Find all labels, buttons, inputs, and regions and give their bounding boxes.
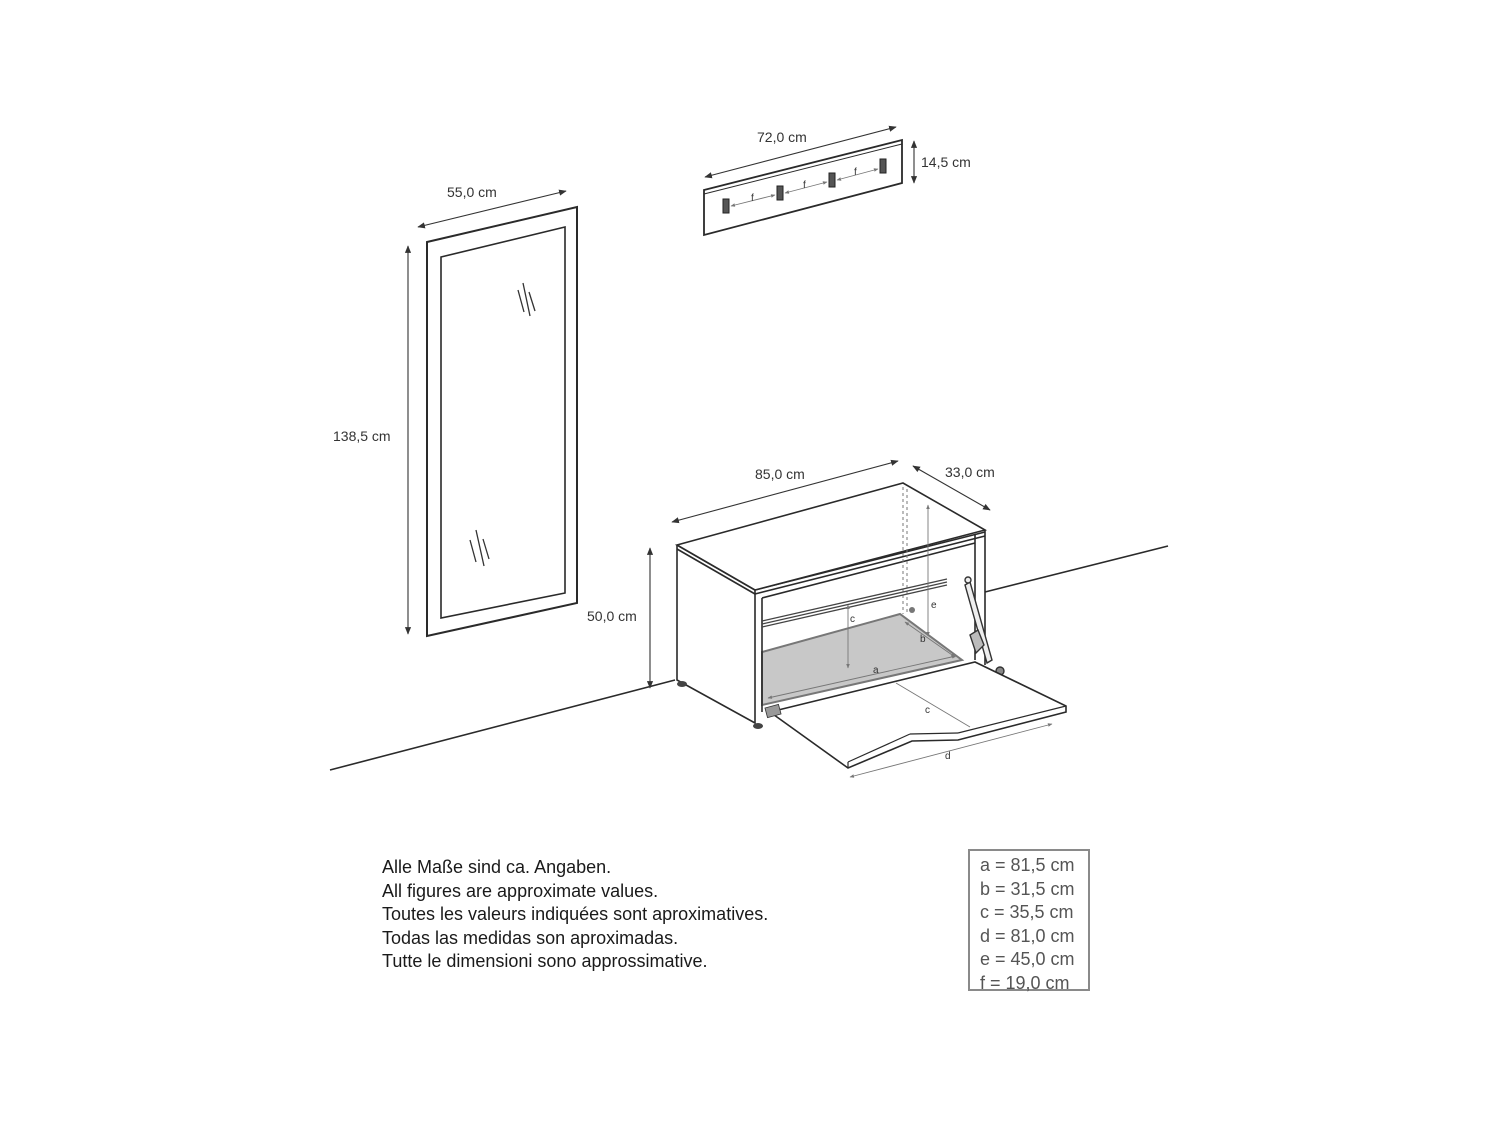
dim-e-label: e [931, 600, 937, 611]
bench-height-label: 50,0 cm [587, 608, 637, 624]
dimension-legend: a = 81,5 cm b = 31,5 cm c = 35,5 cm d = … [968, 849, 1090, 993]
rack-width-dim [704, 125, 897, 179]
mirror-inner [440, 225, 566, 619]
rack-spacing-label: f [854, 167, 857, 178]
shoe-bench: a b c e c d 85,0 cm 33,0 cm 50,0 cm [587, 459, 1067, 778]
note-es: Todas las medidas son aproximadas. [382, 927, 679, 948]
mirror-height-label: 138,5 cm [333, 428, 391, 444]
dim-d [849, 723, 1053, 778]
legend-b: b = 31,5 cm [980, 878, 1075, 899]
note-de: Alle Maße sind ca. Angaben. [382, 857, 612, 877]
floor-line [329, 545, 1169, 771]
dim-c-label: c [850, 614, 855, 625]
gas-strut-icon [964, 576, 1005, 676]
legend-a: a = 81,5 cm [980, 855, 1075, 875]
dim-a-label: a [873, 665, 879, 676]
bench-depth-label: 33,0 cm [945, 464, 995, 480]
legend-e: e = 45,0 cm [980, 949, 1075, 969]
bench-depth-dim [912, 465, 991, 511]
coat-rack: f f f 72,0 cm 14,5 cm [703, 125, 971, 237]
dim-b [904, 621, 956, 658]
rack-spacing-label: f [803, 180, 806, 191]
rack-width-label: 72,0 cm [757, 129, 807, 145]
mirror-glare-icon [469, 282, 536, 567]
mirror: 55,0 cm 138,5 cm [333, 184, 578, 638]
rack-height-label: 14,5 cm [921, 154, 971, 170]
dim-c-door [895, 682, 971, 728]
note-it: Tutte le dimensioni sono approssimative. [382, 951, 708, 971]
dim-d-label: d [945, 751, 951, 762]
legend-d: d = 81,0 cm [980, 925, 1075, 946]
dim-c-door-label: c [925, 705, 930, 716]
disclaimer-notes: Alle Maße sind ca. Angaben. All figures … [382, 856, 768, 974]
mirror-width-label: 55,0 cm [447, 184, 497, 200]
hinge-icon [764, 703, 782, 719]
dim-b-label: b [920, 634, 926, 645]
bench-width-dim [671, 459, 899, 524]
mirror-width-dim [417, 189, 567, 229]
rack-spacing-label: f [751, 193, 754, 204]
note-en: All figures are approximate values. [382, 880, 659, 901]
dim-a [767, 655, 957, 699]
bench-width-label: 85,0 cm [755, 466, 805, 482]
legend-c: c = 35,5 cm [980, 902, 1074, 922]
note-fr: Toutes les valeurs indiquées sont aproxi… [382, 904, 769, 924]
legend-f: f = 19,0 cm [980, 972, 1070, 993]
